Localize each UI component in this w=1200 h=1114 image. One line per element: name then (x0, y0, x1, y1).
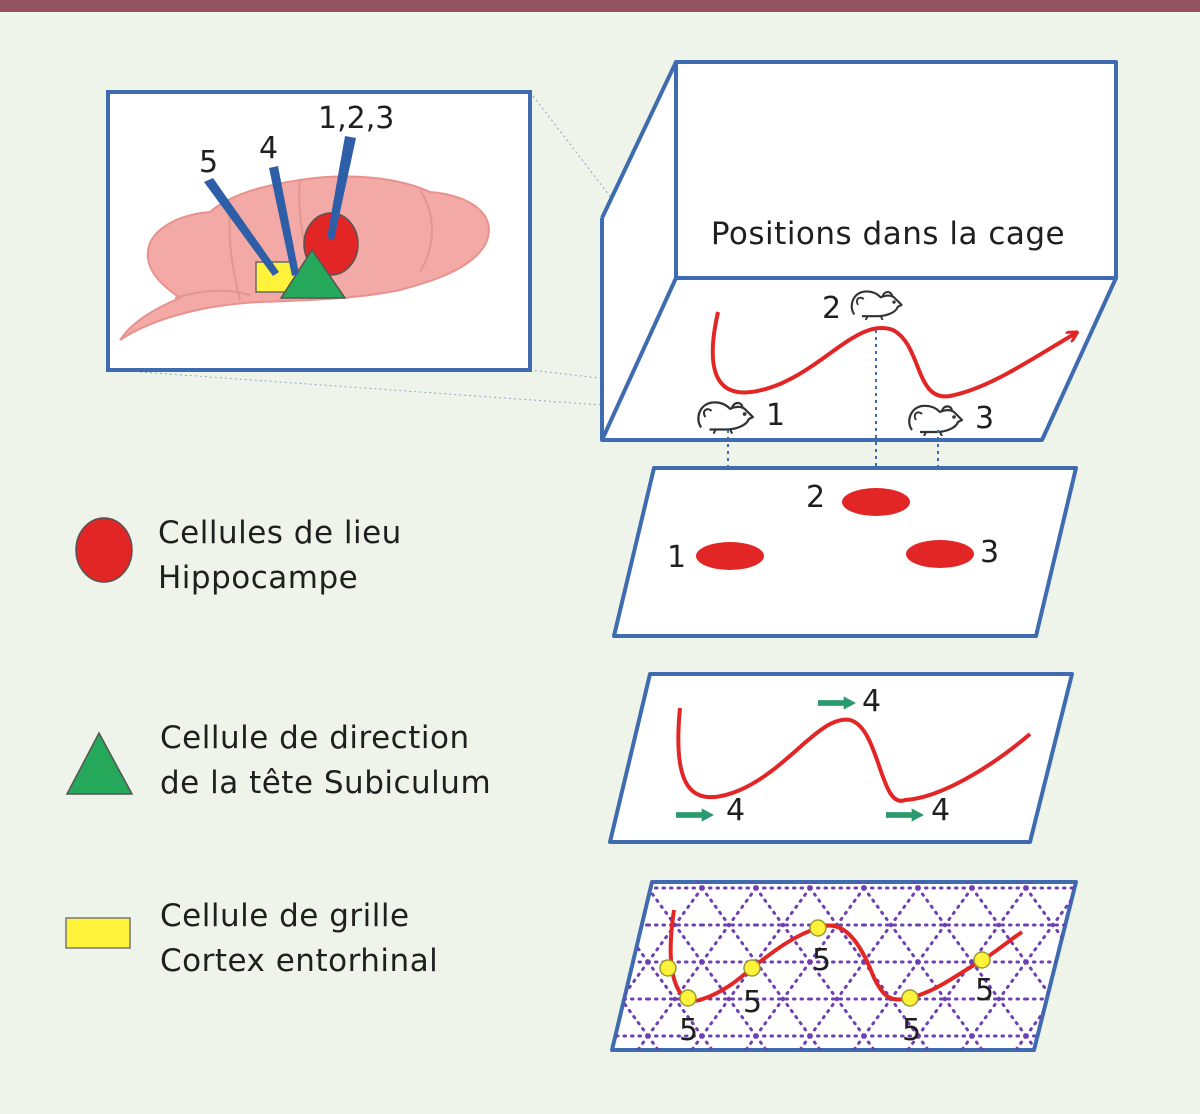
legend-place-line1: Cellules de lieu (158, 515, 402, 551)
legend-circle-icon (75, 517, 133, 583)
head-direction-trajectory (676, 707, 1032, 803)
legend-item-grid-cells: Cellule de grille Cortex entorhinal (65, 898, 438, 979)
legend-place-line2: Hippocampe (158, 560, 358, 596)
head-direction-label-right: 4 (931, 793, 950, 828)
electrode-label-4: 4 (259, 131, 278, 166)
legend-grid-line2: Cortex entorhinal (160, 943, 438, 979)
grid-label-3: 5 (812, 943, 831, 978)
grid-label-2: 5 (743, 985, 762, 1020)
cage-position-2: 2 (822, 291, 841, 326)
place-cell-plane: 1 2 3 (612, 466, 1078, 638)
top-bar (0, 0, 1200, 12)
cage-title: Positions dans la cage (711, 216, 1065, 252)
electrode-4 (269, 166, 299, 276)
grid-pattern (612, 882, 1076, 1050)
grid-label-1: 5 (679, 1013, 698, 1048)
electrode-label-5: 5 (199, 145, 218, 180)
legend-item-place-cells: Cellules de lieu Hippocampe (75, 515, 402, 596)
place-field-3 (906, 540, 974, 568)
legend-item-head-direction: Cellule de direction de la tête Subiculu… (65, 720, 491, 801)
legend: Cellules de lieu Hippocampe Cellule de d… (65, 515, 491, 979)
grid-nodes (659, 919, 991, 1007)
place-label-2: 2 (806, 480, 825, 515)
head-direction-label-left: 4 (726, 793, 745, 828)
legend-hd-line2: de la tête Subiculum (160, 765, 491, 801)
electrode-123 (327, 136, 356, 240)
electrode-5 (204, 178, 279, 276)
grid-trajectory (668, 909, 1024, 1003)
head-direction-label-top: 4 (862, 684, 881, 719)
legend-grid-line1: Cellule de grille (160, 898, 410, 934)
place-field-2 (842, 488, 910, 516)
cage-position-3: 3 (975, 401, 994, 436)
legend-triangle-icon (65, 731, 134, 795)
legend-hd-line1: Cellule de direction (160, 720, 470, 756)
grid-label-4: 5 (902, 1013, 921, 1048)
brain-inset: 1,2,3 4 5 (106, 90, 532, 372)
grid-label-5: 5 (975, 973, 994, 1008)
legend-rectangle-icon (65, 917, 131, 949)
place-label-1: 1 (667, 540, 686, 575)
head-direction-plane: 4 4 4 (608, 672, 1074, 844)
grid-cell-plane: 5 5 5 5 5 (610, 880, 1078, 1052)
electrodes (204, 136, 356, 276)
place-field-1 (696, 542, 764, 570)
cage-position-1: 1 (766, 398, 785, 433)
place-label-3: 3 (980, 535, 999, 570)
electrode-label-123: 1,2,3 (318, 101, 394, 136)
cage-trajectory (710, 311, 1076, 399)
cage-box: Positions dans la cage 1 2 3 (600, 60, 1118, 442)
